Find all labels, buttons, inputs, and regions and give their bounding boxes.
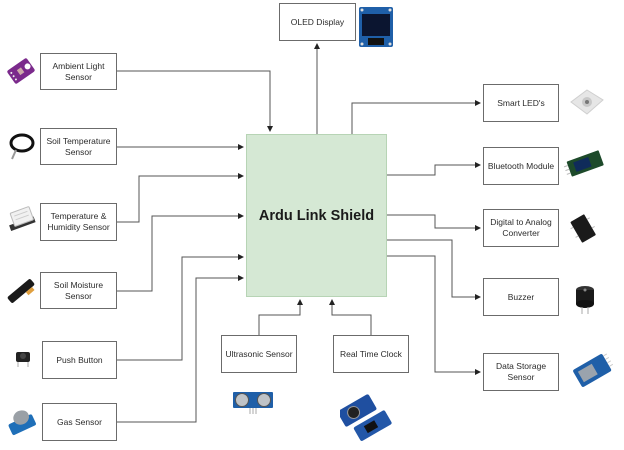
buzzer-box: Buzzer	[483, 278, 559, 316]
wire-push-button	[116, 254, 244, 361]
bluetooth-module-label: Bluetooth Module	[487, 160, 555, 171]
soil-temperature-probe-image	[9, 133, 35, 160]
ardu-link-shield-block: Ardu Link Shield	[246, 134, 387, 297]
real-time-clock-box: Real Time Clock	[333, 335, 409, 373]
smart-led-image	[570, 89, 604, 115]
ultrasonic-sensor-image	[233, 392, 273, 414]
ultrasonic-sensor-box: Ultrasonic Sensor	[221, 335, 297, 373]
wire-gas-sensor	[116, 275, 244, 423]
wire-ultrasonic	[258, 299, 303, 335]
oled-display-label: OLED Display	[290, 16, 345, 27]
buzzer-image	[576, 286, 594, 314]
wire-temperature-humidity	[116, 173, 244, 223]
soil-temperature-sensor-box: Soil Temperature Sensor	[40, 128, 117, 165]
wire-ambient-light	[116, 70, 273, 132]
push-button-image	[16, 352, 30, 367]
dac-chip-image	[570, 214, 596, 243]
ultrasonic-sensor-label: Ultrasonic Sensor	[225, 348, 293, 359]
wire-rtc	[329, 299, 372, 335]
dac-box: Digital to Analog Converter	[483, 209, 559, 247]
smart-leds-label: Smart LED's	[497, 97, 545, 108]
real-time-clock-label: Real Time Clock	[340, 348, 402, 359]
bluetooth-module-image	[563, 150, 604, 177]
soil-moisture-sensor-label: Soil Moisture Sensor	[53, 279, 104, 301]
dac-label: Digital to Analog Converter	[490, 217, 552, 238]
wire-smart-leds	[351, 100, 481, 134]
soil-temperature-sensor-label: Soil Temperature Sensor	[46, 135, 111, 157]
gas-sensor-label: Gas Sensor	[57, 416, 102, 427]
center-title: Ardu Link Shield	[258, 207, 375, 224]
real-time-clock-image	[340, 394, 392, 441]
wire-soil-moisture	[116, 213, 244, 292]
gas-sensor-box: Gas Sensor	[42, 403, 117, 441]
oled-display-image	[359, 7, 393, 47]
sd-card-module-image	[573, 353, 614, 387]
wire-data-storage	[387, 255, 481, 375]
ambient-light-sensor-label: Ambient Light Sensor	[52, 60, 105, 82]
wire-dac	[387, 214, 481, 231]
temperature-humidity-sensor-label: Temperature & Humidity Sensor	[47, 211, 110, 232]
soil-moisture-sensor-image	[7, 279, 35, 303]
temperature-humidity-sensor-box: Temperature & Humidity Sensor	[40, 203, 117, 241]
data-storage-sensor-box: Data Storage Sensor	[483, 353, 559, 391]
data-storage-sensor-label: Data Storage Sensor	[495, 361, 547, 382]
buzzer-label: Buzzer	[507, 291, 535, 302]
temperature-humidity-sensor-image	[9, 206, 36, 232]
wire-bluetooth	[387, 162, 481, 176]
smart-leds-box: Smart LED's	[483, 84, 559, 122]
ambient-light-sensor-image	[7, 58, 35, 84]
ambient-light-sensor-box: Ambient Light Sensor	[40, 53, 117, 90]
push-button-box: Push Button	[42, 341, 117, 379]
wire-buzzer	[387, 239, 481, 300]
push-button-label: Push Button	[56, 354, 103, 365]
soil-moisture-sensor-box: Soil Moisture Sensor	[40, 272, 117, 309]
oled-display-box: OLED Display	[279, 3, 356, 41]
bluetooth-module-box: Bluetooth Module	[483, 147, 559, 185]
gas-sensor-image	[8, 410, 36, 435]
